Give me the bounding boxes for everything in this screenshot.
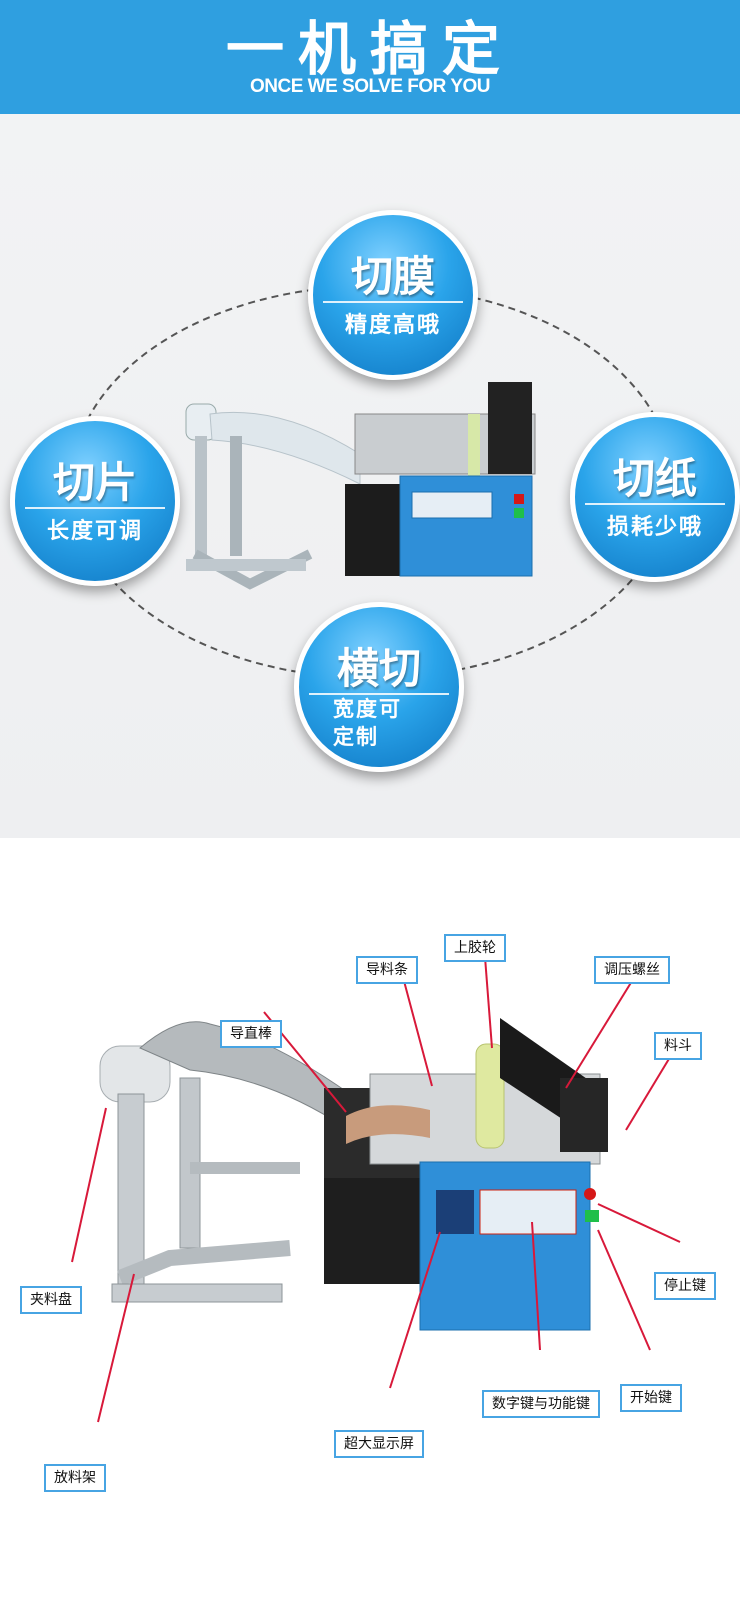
feature-divider bbox=[25, 507, 165, 509]
feature-bubble-cut-sheet: 切片 长度可调 bbox=[10, 416, 180, 586]
feature-desc-line1: 宽度可 bbox=[333, 696, 402, 721]
feature-title: 切膜 bbox=[350, 252, 435, 301]
part-label-unwind-stand: 放料架 bbox=[44, 1464, 106, 1492]
feature-illustration bbox=[71, 285, 673, 679]
feature-bubble-cut-paper: 切纸 损耗少哦 bbox=[570, 412, 740, 582]
part-label-display: 超大显示屏 bbox=[334, 1430, 424, 1458]
parts-section: 上胶轮 导料条 调压螺丝 导直棒 料斗 停止键 夹料盘 开始键 数字键与功能键 … bbox=[0, 838, 740, 1616]
machine-image-labeled bbox=[99, 1018, 608, 1331]
part-label-keypad: 数字键与功能键 bbox=[482, 1390, 600, 1418]
feature-title: 切片 bbox=[52, 458, 137, 507]
feature-divider bbox=[585, 503, 725, 505]
feature-section: 切膜 精度高哦 切片 长度可调 切纸 损耗少哦 横切 宽度可 定制 bbox=[0, 114, 740, 838]
part-label-start-key: 开始键 bbox=[620, 1384, 682, 1412]
feature-desc: 宽度可 定制 bbox=[299, 695, 459, 751]
feature-desc: 损耗少哦 bbox=[606, 514, 703, 540]
part-label-stop-key: 停止键 bbox=[654, 1272, 716, 1300]
part-label-hopper: 料斗 bbox=[654, 1032, 702, 1060]
part-label-pressure-screw: 调压螺丝 bbox=[594, 956, 670, 984]
feature-desc: 精度高哦 bbox=[344, 312, 441, 338]
banner-title: 一机搞定 bbox=[225, 15, 514, 83]
feature-desc-line2: 定制 bbox=[333, 724, 379, 749]
feature-bubble-cut-film: 切膜 精度高哦 bbox=[308, 210, 478, 380]
feature-divider bbox=[323, 301, 463, 303]
feature-bubble-cross-cut: 横切 宽度可 定制 bbox=[294, 602, 464, 772]
machine-image bbox=[185, 382, 536, 590]
part-label-guide-strip: 导料条 bbox=[356, 956, 418, 984]
feature-divider bbox=[309, 693, 449, 695]
callout-arrows bbox=[71, 943, 685, 1423]
top-banner: 一机搞定 ONCE WE SOLVE FOR YOU bbox=[0, 0, 740, 114]
feature-title: 横切 bbox=[336, 644, 421, 693]
banner-subtitle: ONCE WE SOLVE FOR YOU bbox=[249, 76, 491, 97]
part-label-clamp-disc: 夹料盘 bbox=[20, 1286, 82, 1314]
feature-desc: 长度可调 bbox=[46, 518, 143, 544]
part-label-straightening-rod: 导直棒 bbox=[220, 1020, 282, 1048]
part-label-glue-wheel: 上胶轮 bbox=[444, 934, 506, 962]
parts-illustration bbox=[71, 943, 685, 1423]
feature-title: 切纸 bbox=[612, 454, 697, 503]
